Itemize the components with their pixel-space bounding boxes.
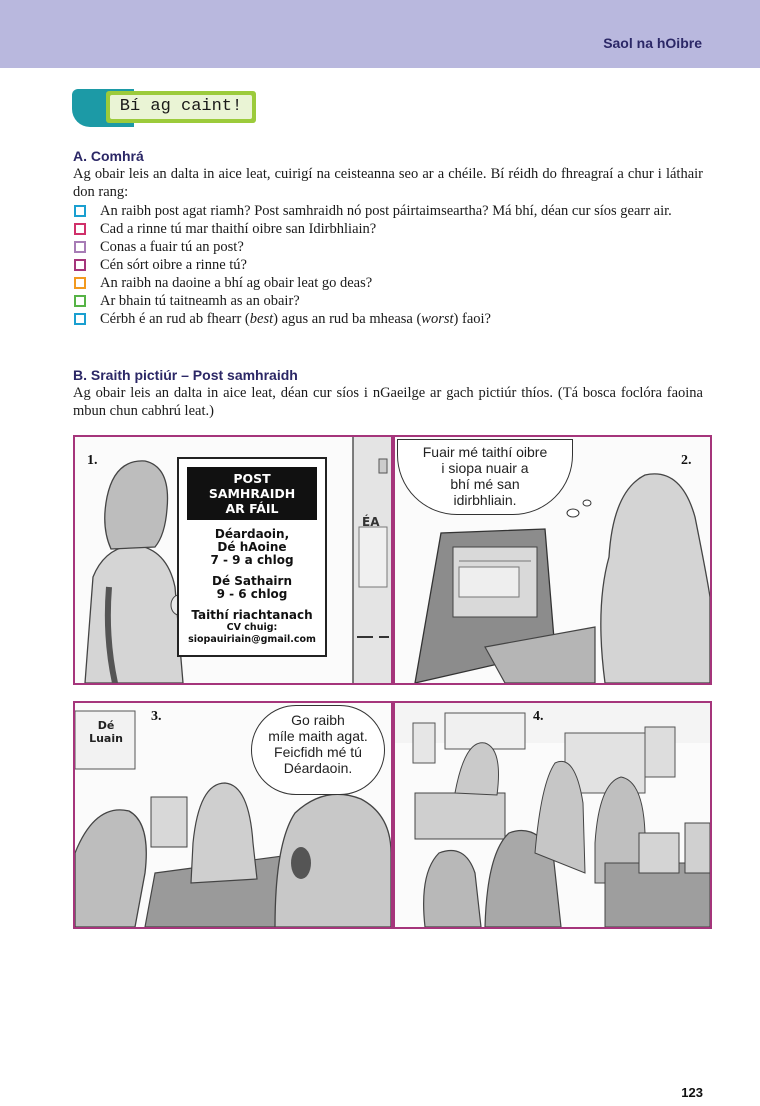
list-item: An raibh post agat riamh? Post samhraidh… <box>73 202 713 220</box>
question-text-end: ) faoi? <box>453 311 491 327</box>
bubble-line: i siopa nuair a <box>441 460 529 476</box>
speech-bubble: Go raibh míle maith agat. Feicfidh mé tú… <box>251 705 385 795</box>
comic-panel-2: Fuair mé taithí oibre i siopa nuair a bh… <box>393 435 712 685</box>
checkbox-icon <box>74 223 86 235</box>
section-a-intro: Ag obair leis an dalta in aice leat, cui… <box>73 166 703 200</box>
panel-2-illustration <box>414 473 710 683</box>
comic-panel-1: 1. POST SAMHRAIDH AR FÁIL Déardaoin, Dé … <box>73 435 393 685</box>
thought-bubble: Fuair mé taithí oibre i siopa nuair a bh… <box>397 439 573 515</box>
word-worst: worst <box>421 311 454 327</box>
question-list: An raibh post agat riamh? Post samhraidh… <box>73 202 713 328</box>
poster-heading: POST SAMHRAIDH AR FÁIL <box>187 467 317 520</box>
bubble-line: Go raibh <box>291 712 345 728</box>
panel-number: 1. <box>87 453 98 468</box>
section-b-intro: Ag obair leis an dalta in aice leat, déa… <box>73 385 703 419</box>
poster-line: Dé Sathairn <box>212 574 292 588</box>
job-poster: POST SAMHRAIDH AR FÁIL Déardaoin, Dé hAo… <box>177 457 327 657</box>
list-item: Cén sórt oibre a rinne tú? <box>73 256 713 274</box>
running-title: Saol na hOibre <box>603 35 702 51</box>
poster-title-line-2: AR FÁIL <box>225 501 279 516</box>
calendar-label: Dé Luain <box>89 719 123 745</box>
section-a-title: A. Comhrá <box>73 148 144 164</box>
comic-panel-3: Dé Luain 3. Go raibh míle maith agat. Fe… <box>73 701 393 929</box>
poster-line: 9 - 6 chlog <box>216 587 288 601</box>
bubble-line: Déardaoin. <box>283 760 353 776</box>
question-text: Cén sórt oibre a rinne tú? <box>100 257 247 273</box>
poster-line: Taithí riachtanach <box>191 608 313 622</box>
checkbox-icon <box>74 259 86 271</box>
panel-number: 2. <box>681 453 692 468</box>
page-header: Saol na hOibre <box>0 0 760 68</box>
bubble-line: idirbhliain. <box>453 492 517 508</box>
poster-line: CV chuig: <box>226 622 278 633</box>
bubble-line: míle maith agat. <box>268 728 368 744</box>
list-item: Conas a fuair tú an post? <box>73 238 713 256</box>
question-text: Conas a fuair tú an post? <box>100 239 244 255</box>
checkbox-icon <box>74 205 86 217</box>
list-item: Cad a rinne tú mar thaithí oibre san Idi… <box>73 220 713 238</box>
comic-panel-4: 4. <box>393 701 712 929</box>
bubble-line: bhí mé san <box>450 476 520 492</box>
door-sign: ÉA <box>362 515 380 529</box>
badge-green-frame: Bí ag caint! <box>106 91 256 123</box>
question-text-middle: ) agus an rud ba mheasa ( <box>273 311 422 327</box>
badge-label: Bí ag caint! <box>110 95 252 119</box>
checkbox-icon <box>74 313 86 325</box>
bubble-line: Fuair mé taithí oibre <box>422 444 548 460</box>
panel-3-illustration <box>75 710 391 927</box>
section-b-title: B. Sraith pictiúr – Post samhraidh <box>73 367 298 383</box>
panel-number: 4. <box>533 709 544 724</box>
word-best: best <box>249 311 274 327</box>
poster-line: Dé hAoine <box>217 540 287 554</box>
panel-number: 3. <box>151 709 162 724</box>
speak-badge: Bí ag caint! <box>72 89 258 127</box>
poster-title-line-1: POST SAMHRAIDH <box>208 471 296 501</box>
question-text: Cad a rinne tú mar thaithí oibre san Idi… <box>100 221 377 237</box>
checkbox-icon <box>74 295 86 307</box>
list-item: Cérbh é an rud ab fhearr (best) agus an … <box>73 310 713 328</box>
poster-line: 7 - 9 a chlog <box>210 553 294 567</box>
page-number: 123 <box>681 1085 703 1100</box>
question-text-start: Cérbh é an rud ab fhearr ( <box>100 311 250 327</box>
checkbox-icon <box>74 241 86 253</box>
bubble-line: Feicfidh mé tú <box>274 744 362 760</box>
list-item: Ar bhain tú taitneamh as an obair? <box>73 292 713 310</box>
checkbox-icon <box>74 277 86 289</box>
poster-email: siopauiriain@gmail.com <box>188 634 316 645</box>
question-text: An raibh na daoine a bhí ag obair leat g… <box>100 275 373 291</box>
poster-line: Déardaoin, <box>214 527 290 541</box>
question-text: An raibh post agat riamh? Post samhraidh… <box>100 203 672 219</box>
panel-4-illustration <box>395 703 710 927</box>
list-item: An raibh na daoine a bhí ag obair leat g… <box>73 274 713 292</box>
question-text: Ar bhain tú taitneamh as an obair? <box>100 293 300 309</box>
